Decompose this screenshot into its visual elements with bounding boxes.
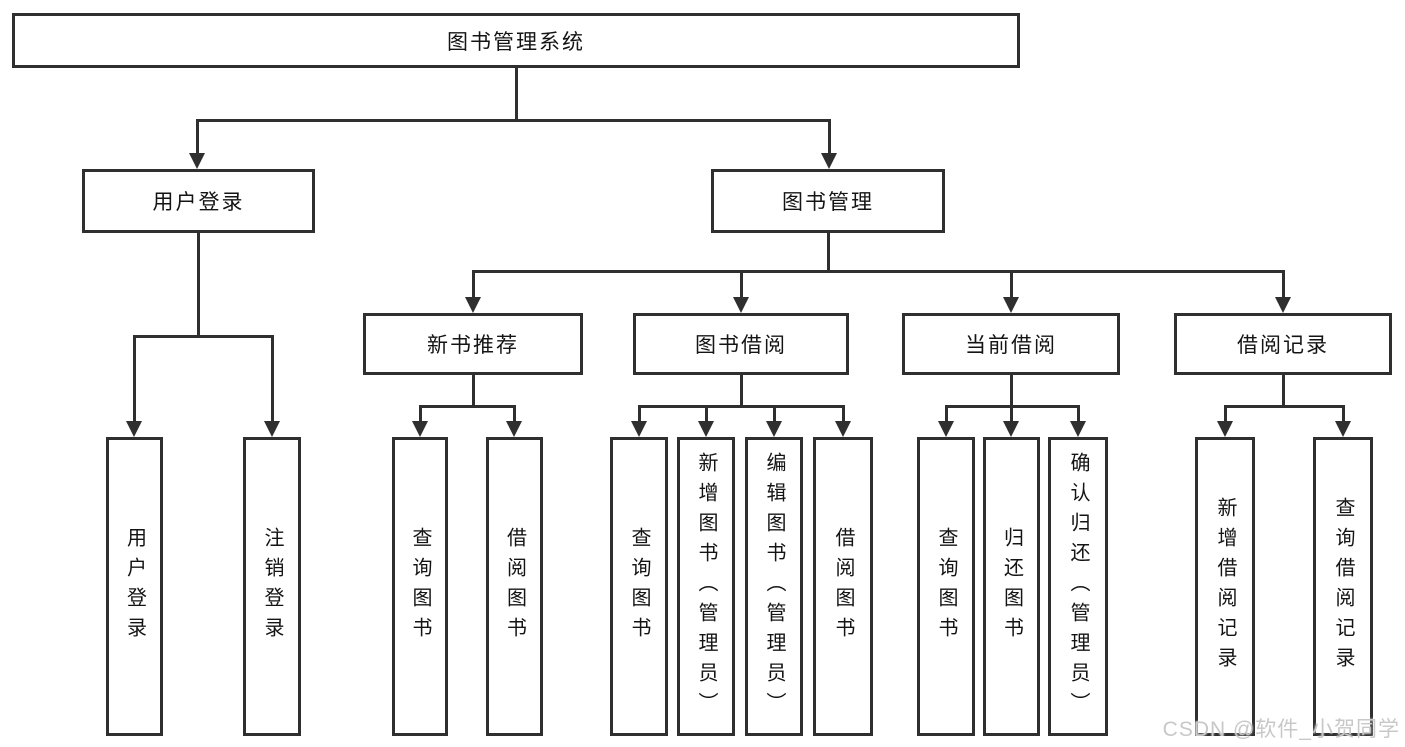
connector-arrow-shaft	[772, 406, 776, 423]
connector-rail-line	[471, 269, 1285, 273]
arrow-down-icon	[1070, 421, 1086, 437]
arrow-down-icon	[835, 421, 851, 437]
connector-rail-line	[1223, 404, 1345, 408]
leaf-add-books-admin: 新增图书（管理员）	[677, 437, 735, 736]
arrow-down-icon	[1217, 421, 1233, 437]
node-book-borrow: 图书借阅	[633, 313, 849, 375]
connector-arrow-shaft	[1341, 406, 1345, 423]
connector-stub-line	[1009, 375, 1013, 406]
connector-arrow-shaft	[1223, 406, 1227, 423]
arrow-down-icon	[698, 421, 714, 437]
leaf-user-login: 用户登录	[106, 437, 163, 736]
arrow-down-icon	[733, 297, 749, 313]
connector-arrow-shaft	[944, 406, 948, 423]
connector-stub-line	[1281, 375, 1285, 406]
connector-arrow-shaft	[471, 271, 475, 299]
node-current-borrow: 当前借阅	[902, 313, 1120, 375]
connector-arrow-shaft	[270, 336, 274, 423]
leaf-query-books-current: 查询图书	[917, 437, 975, 736]
leaf-borrow-books-recommend: 借阅图书	[486, 437, 543, 736]
connector-stub-line	[826, 233, 830, 271]
leaf-add-borrow-record: 新增借阅记录	[1195, 437, 1255, 736]
arrow-down-icon	[506, 421, 522, 437]
arrow-down-icon	[1003, 421, 1019, 437]
connector-rail-line	[195, 118, 831, 122]
connector-arrow-shaft	[512, 406, 516, 423]
node-book-management: 图书管理	[711, 169, 945, 233]
connector-arrow-shaft	[704, 406, 708, 423]
connector-arrow-shaft	[1009, 406, 1013, 423]
leaf-logout: 注销登录	[243, 437, 301, 736]
arrow-down-icon	[465, 297, 481, 313]
connector-arrow-shaft	[637, 406, 641, 423]
connector-arrow-shaft	[132, 336, 136, 423]
leaf-edit-books-admin: 编辑图书（管理员）	[745, 437, 803, 736]
connector-stub-line	[196, 233, 200, 336]
connector-arrow-shaft	[841, 406, 845, 423]
connector-arrow-shaft	[418, 406, 422, 423]
leaf-query-books-recommend: 查询图书	[392, 437, 448, 736]
node-new-book-recommend: 新书推荐	[363, 313, 583, 375]
connector-stub-line	[739, 375, 743, 406]
connector-stub-line	[514, 68, 518, 120]
arrow-down-icon	[412, 421, 428, 437]
node-library-system: 图书管理系统	[12, 13, 1020, 68]
leaf-borrow-books: 借阅图书	[813, 437, 873, 736]
connector-arrow-shaft	[1076, 406, 1080, 423]
arrow-down-icon	[1003, 297, 1019, 313]
arrow-down-icon	[821, 153, 837, 169]
leaf-return-books: 归还图书	[983, 437, 1040, 736]
leaf-confirm-return-admin: 确认归还（管理员）	[1048, 437, 1108, 736]
connector-arrow-shaft	[1009, 271, 1013, 299]
connector-arrow-shaft	[739, 271, 743, 299]
arrow-down-icon	[1335, 421, 1351, 437]
arrow-down-icon	[938, 421, 954, 437]
connector-arrow-shaft	[1281, 271, 1285, 299]
connector-stub-line	[471, 375, 475, 406]
arrow-down-icon	[1275, 297, 1291, 313]
csdn-watermark: CSDN @软件_小贺同学	[1162, 718, 1400, 741]
arrow-down-icon	[631, 421, 647, 437]
connector-arrow-shaft	[195, 120, 199, 155]
arrow-down-icon	[126, 421, 142, 437]
node-borrow-records: 借阅记录	[1174, 313, 1392, 375]
connector-rail-line	[418, 404, 516, 408]
node-user-login: 用户登录	[82, 169, 315, 233]
arrow-down-icon	[766, 421, 782, 437]
connector-arrow-shaft	[827, 120, 831, 155]
connector-rail-line	[637, 404, 845, 408]
arrow-down-icon	[264, 421, 280, 437]
arrow-down-icon	[189, 153, 205, 169]
leaf-query-borrow-record: 查询借阅记录	[1313, 437, 1373, 736]
connector-rail-line	[132, 334, 274, 338]
leaf-query-books-borrow: 查询图书	[610, 437, 668, 736]
